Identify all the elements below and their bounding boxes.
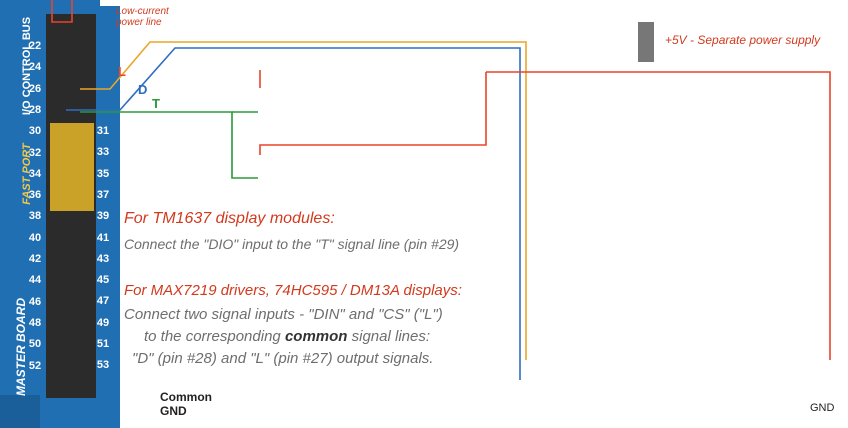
pin-label-right: 39 <box>96 210 110 223</box>
pin-label-left: 46 <box>28 295 42 308</box>
pin-label-left: 38 <box>28 210 42 223</box>
wire-t <box>80 111 258 179</box>
pin-label-left: 28 <box>28 103 42 116</box>
common-gnd-label: Common GND <box>160 390 212 418</box>
pin-label-left: 48 <box>28 316 42 329</box>
signal-d: D <box>138 82 148 97</box>
pin-label-right: 53 <box>96 359 110 372</box>
pin-label-left: 52 <box>28 359 42 372</box>
wire-vcc-main <box>486 71 831 360</box>
pin-label-right: 47 <box>96 295 110 308</box>
wire-l <box>80 41 527 360</box>
max-body-3: "D" (pin #28) and "L" (pin #27) output s… <box>132 350 434 367</box>
pin-label-left: 50 <box>28 338 42 351</box>
max-body-2a: to the corresponding <box>144 328 285 345</box>
wires <box>51 0 831 380</box>
pin-label-right: 31 <box>96 125 110 137</box>
power-switch[interactable] <box>638 22 654 62</box>
board-edge <box>0 395 40 428</box>
tm-body: Connect the "DIO" input to the "T" signa… <box>124 236 460 252</box>
max-body-2b: common <box>284 328 348 345</box>
pin-label-right: 43 <box>96 252 110 265</box>
wire-d <box>66 47 521 380</box>
pin-label-left: 30 <box>28 125 42 138</box>
wire-power <box>51 0 73 23</box>
wire-vcc-tm <box>259 72 487 155</box>
max-title: For MAX7219 drivers, 74HC595 / DM13A dis… <box>124 282 462 299</box>
pin-label-left: 36 <box>28 189 42 202</box>
pin-label-left: 40 <box>28 231 42 244</box>
pin-label-left: 44 <box>28 274 42 287</box>
supply-label: +5V - Separate power supply <box>665 33 821 47</box>
low-current-label: Low-current power line <box>116 6 169 28</box>
pin-label-right: 45 <box>96 274 110 287</box>
pin-label-right: 37 <box>96 188 110 201</box>
max-body-2: to the corresponding common signal lines… <box>144 328 430 345</box>
pin-label-right: 33 <box>96 146 110 159</box>
tm-title: For TM1637 display modules: <box>124 210 335 227</box>
pin-label-left: 32 <box>28 146 42 159</box>
signal-l: L <box>118 64 126 79</box>
pin-label-left: 42 <box>28 253 42 265</box>
pin-label-right: 41 <box>96 231 110 244</box>
fast-port-area <box>50 123 94 211</box>
pin-label-left: 24 <box>28 61 42 74</box>
pin-label-left: 22 <box>28 40 42 52</box>
pin-label-right: 51 <box>96 338 110 350</box>
max-body-1: Connect two signal inputs - "DIN" and "C… <box>124 306 443 323</box>
pin-label-left: 34 <box>28 167 42 180</box>
pin-label-left: 26 <box>28 82 42 95</box>
gnd-label: GND <box>810 402 835 414</box>
signal-t: T <box>152 96 160 111</box>
max-body-2c: signal lines: <box>347 328 430 345</box>
pin-label-right: 49 <box>96 316 110 329</box>
pin-label-right: 35 <box>96 167 110 180</box>
